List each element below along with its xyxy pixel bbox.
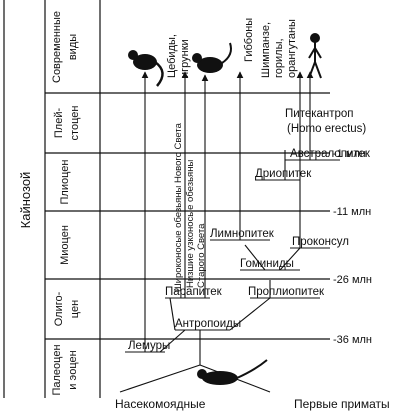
time-mark-1mya: -1 млн <box>333 148 366 160</box>
lineage-side-labels: Широконосые обезьяны Нового Света Низшие… <box>173 122 207 292</box>
label-parapithecus: Парапитек <box>165 286 223 298</box>
vertical-taxa-labels: Цебиды, игрунки Гиббоны Шимпанзе, горилы… <box>166 18 298 78</box>
period-boundaries <box>45 92 330 340</box>
label-insectivores: Насекомоядные <box>115 397 206 411</box>
label-cebids: Цебиды, <box>166 34 178 78</box>
period-label-2: Плей- <box>53 108 65 139</box>
label-proconsul: Проконсул <box>292 236 349 248</box>
label-gibbons: Гиббоны <box>243 18 255 62</box>
label-homo-erectus: (Homo erectus) <box>287 123 366 135</box>
label-new-world-monkeys: Широконосые обезьяны Нового Света <box>173 122 184 292</box>
bottom-labels: Насекомоядные Первые приматы <box>115 397 390 411</box>
monkey-illustration <box>192 42 232 73</box>
label-old-world-monkeys-2: Старого Света <box>196 223 207 288</box>
period-label-5: Олиго- <box>53 291 65 326</box>
time-mark-26mya: -26 млн <box>333 274 372 286</box>
taxa-labels: Лемуры Антропоиды Парапитек Проплиопитек… <box>128 108 371 352</box>
period-label-4: Миоцен <box>59 225 71 265</box>
period-label-5b: цен <box>69 300 81 318</box>
human-illustration <box>308 33 322 79</box>
time-mark-11mya: -11 млн <box>333 206 371 218</box>
lemur-illustration <box>128 50 164 87</box>
insectivore-illustration <box>197 359 268 385</box>
label-first-primates: Первые приматы <box>294 397 390 411</box>
label-propliopithecus: Проплиопитек <box>248 286 325 298</box>
period-labels: Современные виды Плей- стоцен Плиоцен Ми… <box>51 11 81 396</box>
label-lemurs: Лемуры <box>128 340 170 352</box>
era-label: Кайнозой <box>18 172 33 229</box>
period-label-3: Плиоцен <box>59 160 71 205</box>
label-dryopithecus: Дриопитек <box>255 168 312 180</box>
label-anthropoids: Антропоиды <box>175 318 241 330</box>
time-marks: -1 млн -11 млн -26 млн -36 млн <box>333 148 372 346</box>
label-pithecanthropus: Питекантроп <box>285 108 354 120</box>
period-label-6b: и эоцен <box>67 350 79 389</box>
period-label-2b: стоцен <box>69 106 81 141</box>
label-great-apes-1: Шимпанзе, <box>260 22 272 78</box>
label-great-apes-3: орангутаны <box>286 19 298 78</box>
lineage-lines <box>119 71 340 393</box>
label-hominids: Гоминиды <box>240 258 294 270</box>
label-old-world-monkeys-1: Низшие узконосые обезьяны <box>185 160 196 288</box>
label-australopithecus: Австралопитек <box>290 148 371 160</box>
period-label-1b: виды <box>67 34 79 60</box>
time-mark-36mya: -36 млн <box>333 334 372 346</box>
label-great-apes-2: горилы, <box>273 38 285 78</box>
timeline-frame <box>3 0 101 398</box>
period-label-1: Современные <box>51 11 63 83</box>
label-limnopithecus: Лимнопитек <box>210 228 275 240</box>
label-cebids-2: игрунки <box>179 39 191 78</box>
period-label-6: Палеоцен <box>51 344 63 395</box>
